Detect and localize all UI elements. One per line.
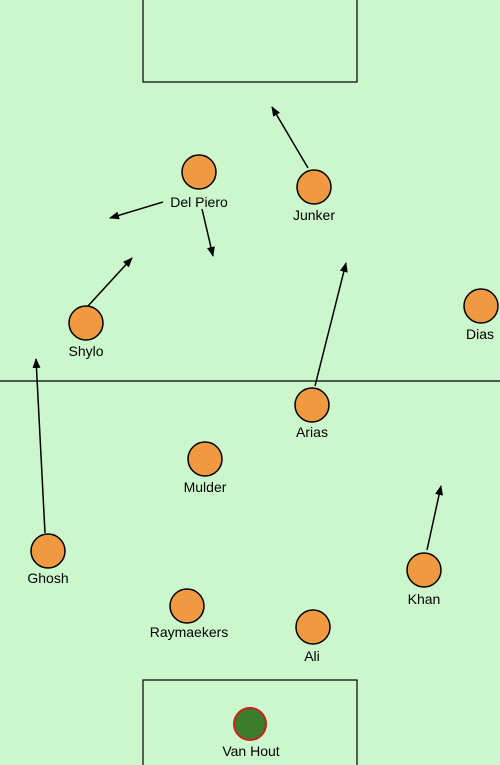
player-name: Ghosh (27, 570, 68, 586)
player-name: Arias (296, 424, 328, 440)
arrow-shylo (87, 257, 133, 307)
player-van-hout[interactable]: Van Hout (222, 707, 280, 759)
arrow-del-piero-down (201, 208, 215, 257)
player-marker[interactable] (295, 609, 331, 645)
bottom-penalty-box (142, 679, 358, 765)
player-marker[interactable] (406, 552, 442, 588)
player-ghosh[interactable]: Ghosh (27, 533, 69, 586)
player-marker[interactable] (187, 441, 223, 477)
player-name: Mulder (184, 479, 227, 495)
player-arias[interactable]: Arias (294, 387, 330, 440)
arrow-khan (426, 485, 443, 551)
player-name: Khan (408, 591, 441, 607)
arrow-del-piero-left (109, 201, 164, 220)
player-junker[interactable]: Junker (293, 169, 335, 223)
player-marker[interactable] (30, 533, 66, 569)
player-name: Del Piero (170, 194, 228, 210)
player-name: Shylo (68, 343, 103, 359)
player-name: Van Hout (222, 743, 279, 759)
goalkeeper-marker[interactable] (233, 707, 267, 741)
player-name: Raymaekers (150, 624, 229, 640)
player-raymaekers[interactable]: Raymaekers (150, 588, 229, 640)
player-marker[interactable] (463, 288, 499, 324)
player-name: Ali (304, 648, 320, 664)
player-dias[interactable]: Dias (463, 288, 499, 342)
arrow-arias (314, 262, 348, 387)
player-ali[interactable]: Ali (295, 609, 331, 664)
player-marker[interactable] (296, 169, 332, 205)
arrow-ghosh (32, 358, 46, 534)
top-penalty-box (142, 0, 358, 83)
player-name: Dias (466, 326, 494, 342)
player-del-piero[interactable]: Del Piero (170, 154, 228, 210)
player-marker[interactable] (68, 305, 104, 341)
player-marker[interactable] (294, 387, 330, 423)
movement-arrows (32, 106, 443, 551)
player-marker[interactable] (181, 154, 217, 190)
player-shylo[interactable]: Shylo (68, 305, 104, 359)
player-name: Junker (293, 207, 335, 223)
arrow-junker (271, 106, 309, 169)
player-marker[interactable] (169, 588, 205, 624)
player-khan[interactable]: Khan (406, 552, 442, 607)
player-mulder[interactable]: Mulder (184, 441, 227, 495)
